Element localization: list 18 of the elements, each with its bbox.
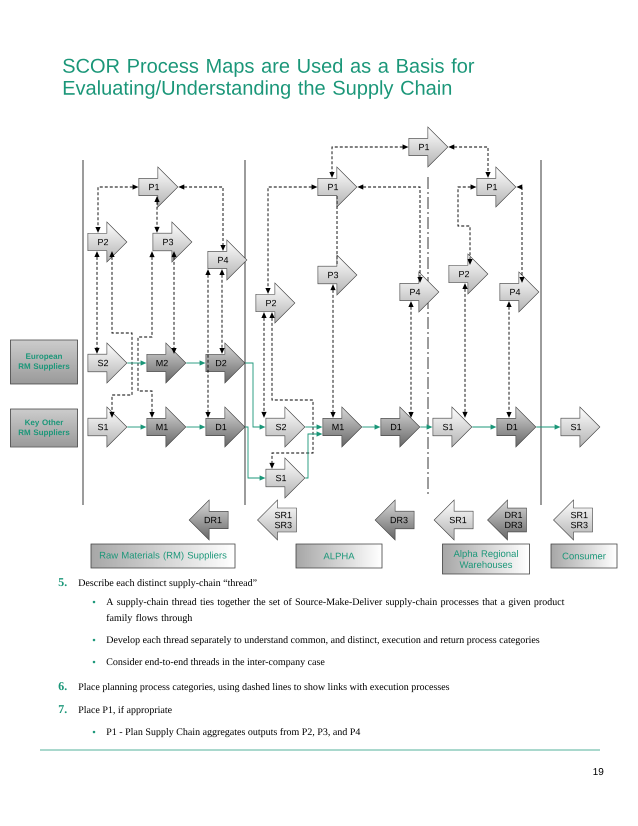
step-number: 5.	[58, 578, 67, 586]
label-box: Alpha Regional Warehouses	[442, 544, 530, 574]
bullet-item: Consider end-to-end threads in the inter-company case	[92, 658, 324, 668]
label-box: ALPHA	[296, 544, 382, 568]
label-box: Consumer	[550, 544, 618, 568]
step-number: 7.	[58, 705, 67, 714]
step-text: Place P1, if appropriate	[78, 706, 172, 716]
step-text: Place planning process categories, using dashed lines to show links with execution processes	[78, 683, 450, 692]
step-number: 6.	[58, 682, 67, 690]
label-box: Key Other RM Suppliers	[10, 408, 78, 448]
title: SCOR Process Maps are Used as a Basis for Evaluating/Understanding the Supply Chain	[63, 58, 474, 99]
label-box: European RM Suppliers	[10, 340, 78, 384]
bullet-item: A supply-chain thread ties together the set of Source-Make-Deliver supply-chain processes that a given product family flows through	[92, 598, 564, 624]
bullet-item: P1 - Plan Supply Chain aggregates outputs from P2, P3, and P4	[92, 728, 360, 738]
page-number: 19	[593, 768, 604, 776]
step-text: Describe each distinct supply-chain “thread”	[78, 579, 257, 588]
bullet-item: Develop each thread separately to understand common, and distinct, execution and return process categories	[92, 636, 540, 646]
label-box: Raw Materials (RM) Suppliers	[90, 544, 236, 568]
